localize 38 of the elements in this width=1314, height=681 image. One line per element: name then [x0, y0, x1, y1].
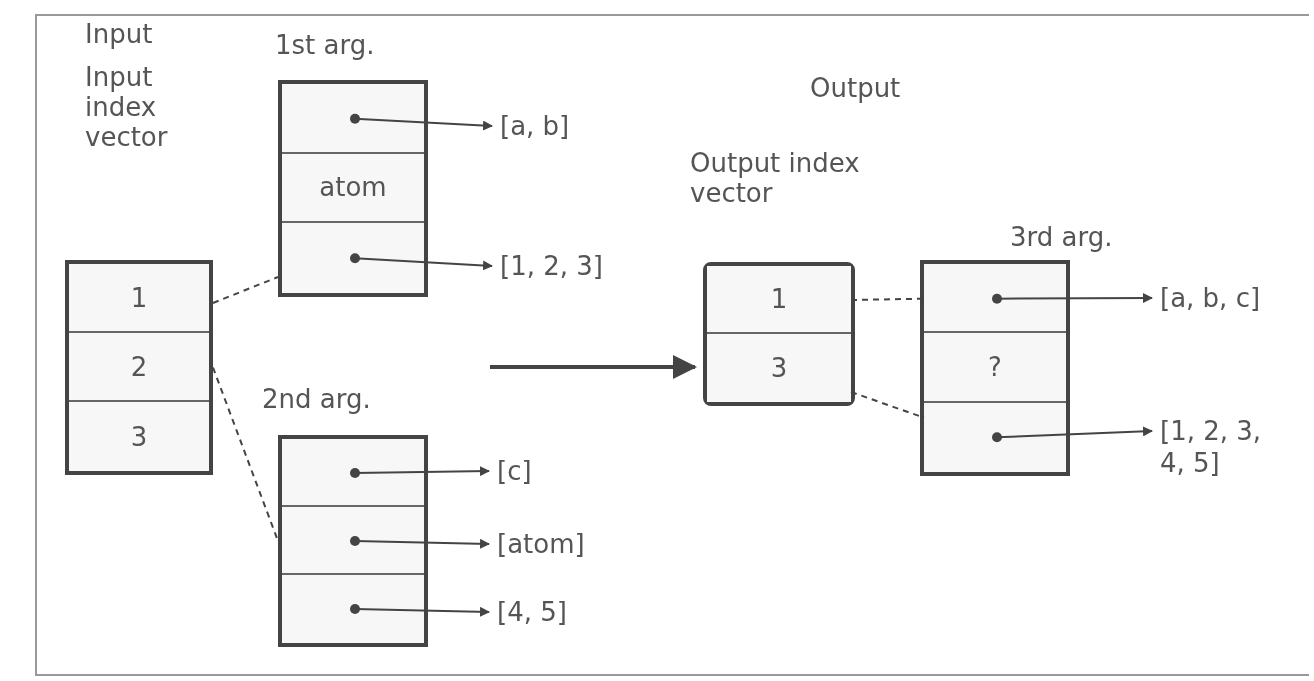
array-heading: 3rd arg.	[1010, 222, 1114, 252]
dashed-line	[212, 276, 279, 304]
arrow	[350, 253, 493, 271]
list-value: [4, 5]	[497, 596, 597, 628]
array-heading: Input index vector	[85, 62, 169, 152]
pointer-cell	[924, 264, 1066, 334]
section-label: Output	[810, 72, 901, 104]
array-cell: ?	[924, 333, 1066, 403]
array-cell: 2	[69, 333, 209, 402]
arrow	[992, 293, 1153, 304]
list-value: [1, 2, 3]	[500, 250, 660, 282]
list-value: [a, b]	[500, 110, 620, 142]
array-cell: 3	[707, 334, 851, 402]
array-heading: 1st arg.	[275, 30, 376, 60]
list-value: [1, 2, 3, 4, 5]	[1160, 415, 1270, 479]
arrow	[350, 113, 493, 131]
array-cell: 1	[707, 266, 851, 334]
list-value: [a, b, c]	[1160, 282, 1310, 314]
arrow	[992, 426, 1153, 443]
array-cell: atom	[282, 153, 424, 224]
array-cell: 3	[69, 402, 209, 471]
arrow	[350, 466, 490, 478]
pointer-cell	[282, 223, 424, 293]
array-heading: 2nd arg.	[262, 384, 372, 414]
pointer-cell	[282, 507, 424, 575]
pointer-cell	[282, 439, 424, 507]
section-label: Input	[85, 18, 153, 50]
pointer-cell	[282, 84, 424, 154]
arrow	[490, 355, 697, 379]
pointer-cell	[282, 575, 424, 643]
array-heading: Output index vector	[690, 148, 861, 208]
dashed-line	[850, 391, 925, 419]
arrow	[350, 604, 490, 617]
arrow	[350, 536, 490, 549]
array-cell: 1	[69, 264, 209, 333]
list-value: [atom]	[497, 528, 617, 560]
pointer-cell	[924, 402, 1066, 472]
list-value: [c]	[497, 455, 577, 487]
